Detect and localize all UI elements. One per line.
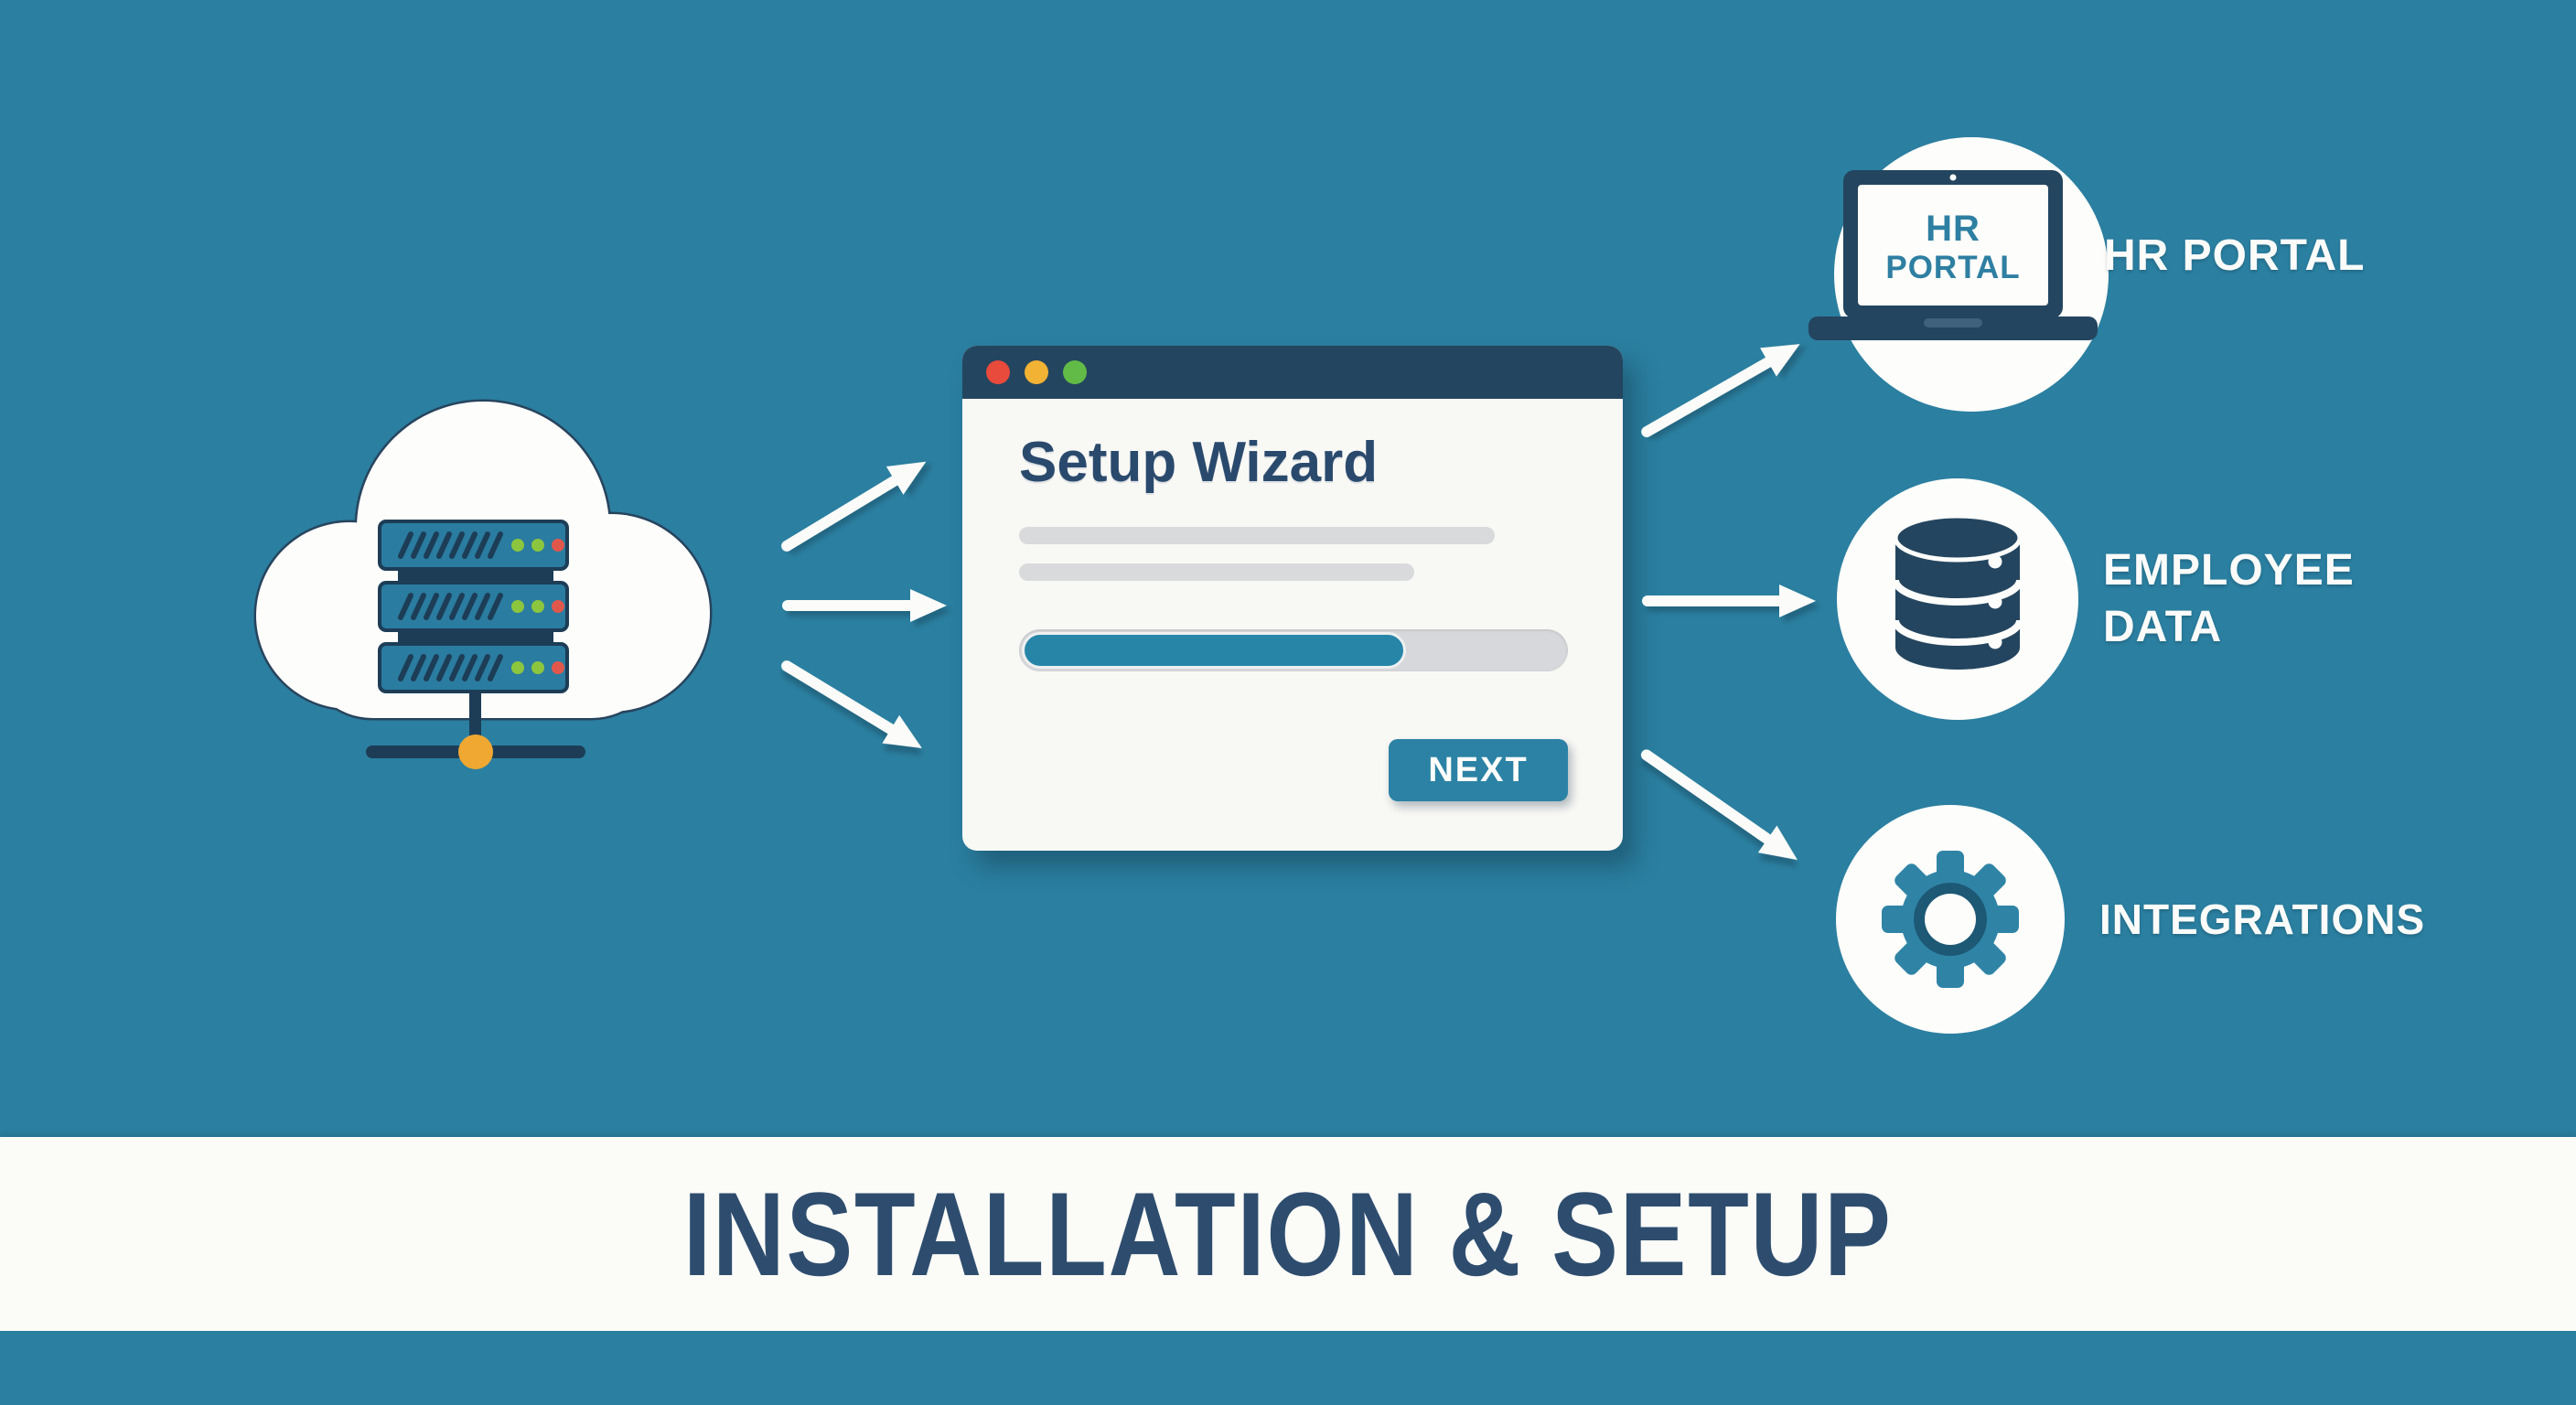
- integrations-label: INTEGRATIONS: [2099, 896, 2426, 943]
- window-titlebar: [962, 346, 1623, 399]
- arrow-shaft: [1642, 595, 1785, 606]
- setup-wizard-window: Setup Wizard NEXT: [962, 346, 1623, 851]
- progress-bar-fill: [1022, 632, 1406, 669]
- arrow-head: [1779, 585, 1816, 617]
- bottom-banner: INSTALLATION & SETUP: [0, 1137, 2576, 1331]
- progress-bar-track: [1019, 629, 1568, 671]
- arrow-wizard-to-hr-portal-icon: [1634, 329, 1809, 448]
- arrow-cloud-to-wizard-middle-icon: [782, 589, 947, 622]
- employee-data-label: EMPLOYEE DATA: [2103, 542, 2355, 657]
- hr-portal-label: HR PORTAL: [2104, 231, 2366, 280]
- arrow-wizard-to-employee-data-icon: [1642, 585, 1816, 617]
- arrow-shaft: [778, 473, 903, 554]
- gear-icon: [1877, 846, 2023, 992]
- window-title: Setup Wizard: [1019, 431, 1379, 494]
- minimize-button[interactable]: [1025, 360, 1048, 384]
- cloud-server-svg: [253, 399, 713, 769]
- skeleton-line-1: [1019, 527, 1495, 544]
- skeleton-line-2: [1019, 563, 1414, 581]
- laptop-screen-line1: HR: [1926, 209, 1980, 249]
- banner-title: INSTALLATION & SETUP: [683, 1167, 1893, 1301]
- arrow-shaft: [782, 600, 916, 611]
- zoom-button[interactable]: [1063, 360, 1087, 384]
- arrow-shaft: [778, 658, 899, 737]
- arrow-head: [1760, 329, 1809, 377]
- database-icon: [1889, 510, 2026, 684]
- arrow-cloud-to-wizard-bottom-icon: [774, 649, 931, 763]
- laptop-screen-line2: PORTAL: [1885, 249, 2021, 285]
- arrow-wizard-to-integrations-icon: [1633, 738, 1808, 874]
- employee-data-label-line1: EMPLOYEE: [2103, 546, 2355, 595]
- laptop-screen-text: HR PORTAL: [1858, 188, 2048, 306]
- arrow-shaft: [1639, 354, 1776, 440]
- cloud-server-icon: [247, 389, 723, 791]
- arrow-head: [910, 589, 947, 622]
- next-button[interactable]: NEXT: [1389, 739, 1568, 801]
- close-button[interactable]: [986, 360, 1010, 384]
- laptop-icon: [1807, 165, 2099, 348]
- employee-data-label-line2: DATA: [2103, 603, 2223, 652]
- arrow-shaft: [1638, 747, 1776, 847]
- arrow-cloud-to-wizard-top-icon: [774, 447, 935, 563]
